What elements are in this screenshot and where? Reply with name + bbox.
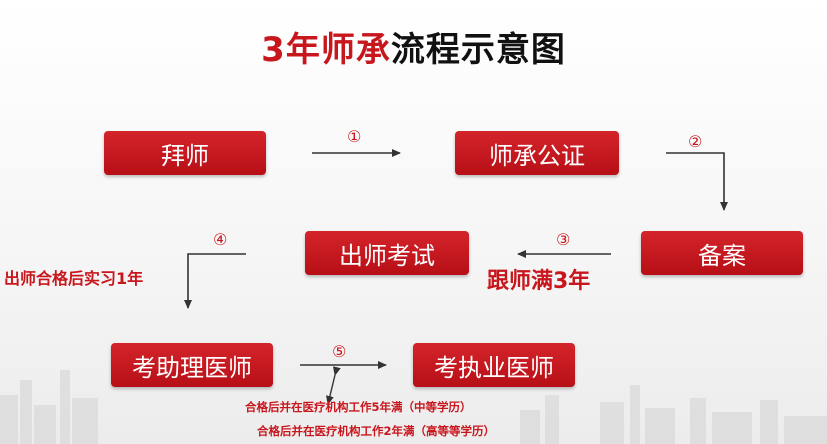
step-baishi: 拜师	[104, 131, 266, 175]
arrow-number-1: ①	[347, 127, 362, 146]
step-notarization: 师承公证	[455, 131, 619, 175]
follow-teacher-label: 跟师满3年	[487, 269, 591, 294]
step-graduation-exam-label: 出师考试	[339, 241, 435, 270]
step-licensed-physician-label: 考执业医师	[434, 353, 554, 382]
note-higher-education: 合格后并在医疗机构工作2年满（高等等学历）	[257, 424, 495, 438]
step-graduation-exam: 出师考试	[305, 231, 469, 275]
step-assistant-physician-label: 考助理医师	[132, 353, 252, 382]
page-title: 3年师承流程示意图	[0, 22, 827, 71]
step-notarization-label: 师承公证	[489, 141, 585, 170]
step-assistant-physician: 考助理医师	[111, 343, 273, 387]
arrow-number-4: ④	[213, 230, 228, 249]
step-baishi-label: 拜师	[161, 141, 209, 170]
note-double-arrow	[325, 366, 341, 405]
arrow-2	[666, 152, 728, 211]
step-filing: 备案	[641, 231, 803, 275]
title-accent: 3年师承	[261, 30, 391, 70]
note-secondary-education: 合格后并在医疗机构工作5年满（中等学历）	[245, 400, 472, 414]
arrow-number-2: ②	[688, 132, 703, 151]
step-licensed-physician: 考执业医师	[413, 343, 575, 387]
arrow-4	[184, 253, 246, 309]
title-rest: 流程示意图	[390, 30, 566, 70]
arrow-number-3: ③	[556, 230, 571, 249]
step-filing-label: 备案	[698, 241, 746, 270]
internship-label: 出师合格后实习1年	[4, 269, 144, 288]
arrow-number-5: ⑤	[332, 342, 347, 361]
